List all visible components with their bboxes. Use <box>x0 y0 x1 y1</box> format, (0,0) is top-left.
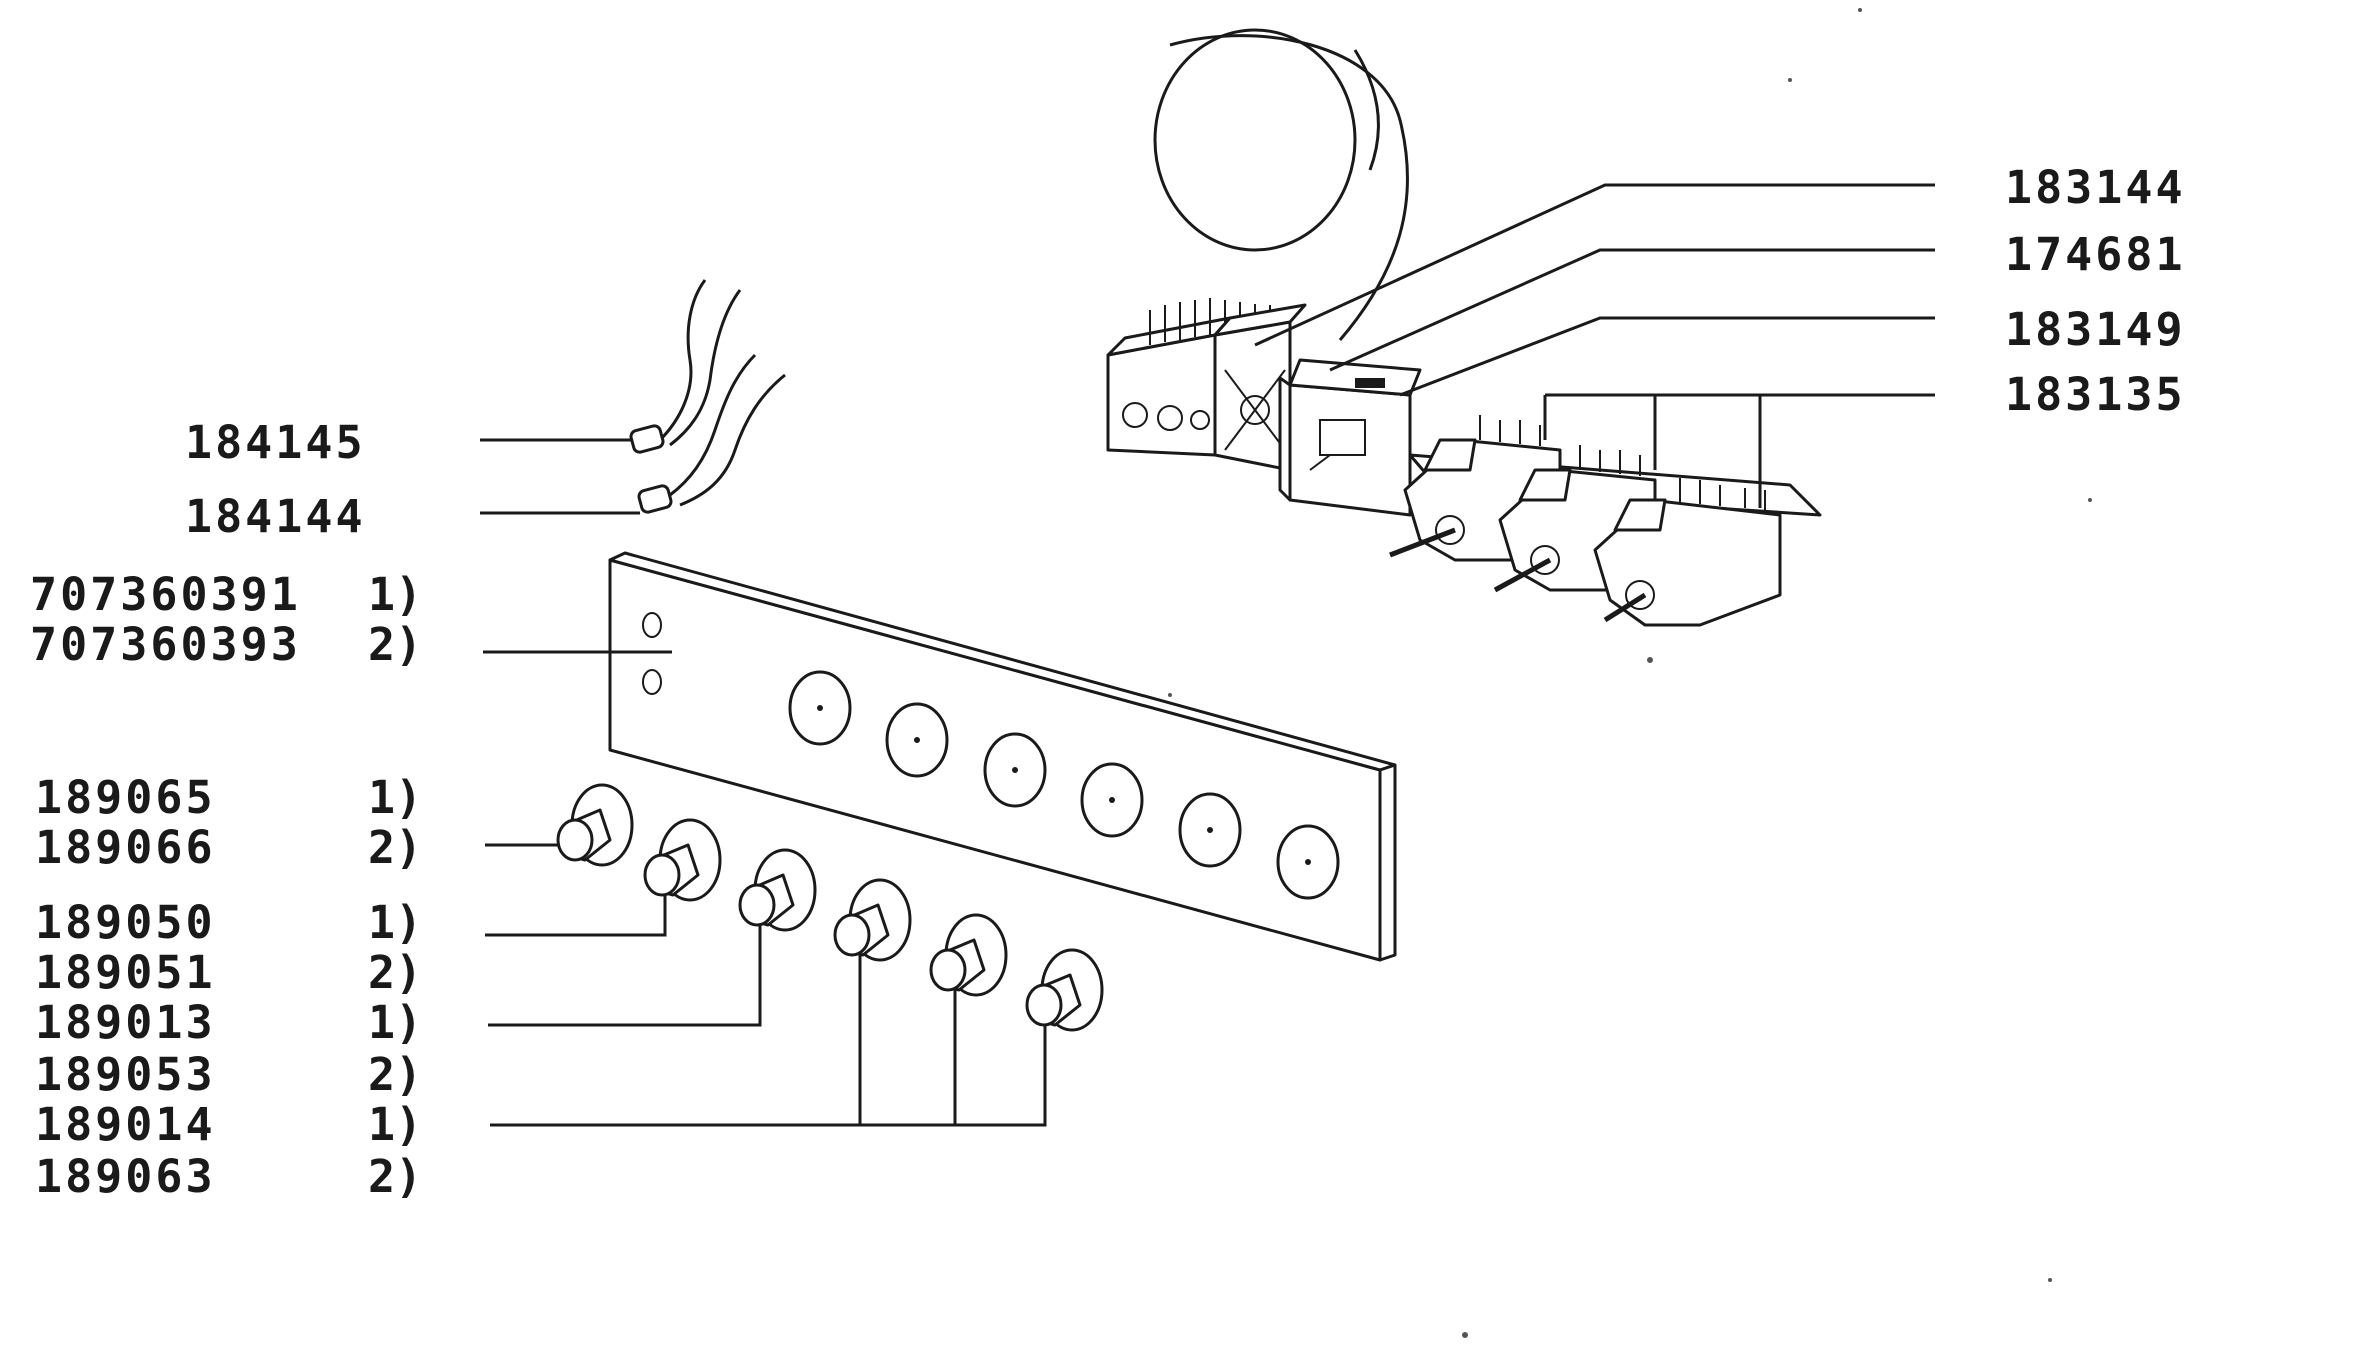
knob-6 <box>1025 948 1104 1032</box>
label-183144: 183144 <box>2005 161 2186 214</box>
knob-3 <box>738 848 817 932</box>
label-184145: 184145 <box>185 416 366 469</box>
part-number-labels: 183144 174681 183149 183135 184145 18414… <box>30 161 2186 1203</box>
label-707360393: 707360393 <box>30 618 301 671</box>
leader-lines <box>480 183 1935 1127</box>
control-knobs <box>556 783 1104 1032</box>
thermostat-switch-block <box>1106 298 1422 517</box>
label-189066: 189066 <box>35 821 216 874</box>
note-189051: 2) <box>368 946 422 999</box>
label-189065: 189065 <box>35 771 216 824</box>
label-189050: 189050 <box>35 896 216 949</box>
label-707360391: 707360391 <box>30 568 301 621</box>
label-189053: 189053 <box>35 1048 216 1101</box>
label-189014: 189014 <box>35 1098 216 1151</box>
wire-harness-sensors <box>629 279 786 514</box>
note-189014: 1) <box>368 1098 422 1151</box>
note-189050: 1) <box>368 896 422 949</box>
knob-4 <box>833 878 912 962</box>
label-189013: 189013 <box>35 996 216 1049</box>
rotary-switch-bank <box>1389 415 1822 627</box>
label-184144: 184144 <box>185 490 366 543</box>
note-707360393: 2) <box>368 618 422 671</box>
panel-knob-holes <box>788 670 1340 900</box>
note-707360391: 1) <box>368 568 422 621</box>
note-189013: 1) <box>368 996 422 1049</box>
label-183149: 183149 <box>2005 303 2186 356</box>
note-189063: 2) <box>368 1150 422 1203</box>
label-189051: 189051 <box>35 946 216 999</box>
note-189053: 2) <box>368 1048 422 1101</box>
knob-2 <box>643 818 722 902</box>
note-189065: 1) <box>368 771 422 824</box>
knob-5 <box>929 913 1008 997</box>
label-183135: 183135 <box>2005 368 2186 421</box>
control-panel-plate <box>608 551 1397 962</box>
knob-1 <box>556 783 634 867</box>
label-189063: 189063 <box>35 1150 216 1203</box>
label-174681: 174681 <box>2005 228 2186 281</box>
scan-specks <box>1168 8 2092 1338</box>
note-189066: 2) <box>368 821 422 874</box>
capillary-coil <box>1153 28 1409 341</box>
